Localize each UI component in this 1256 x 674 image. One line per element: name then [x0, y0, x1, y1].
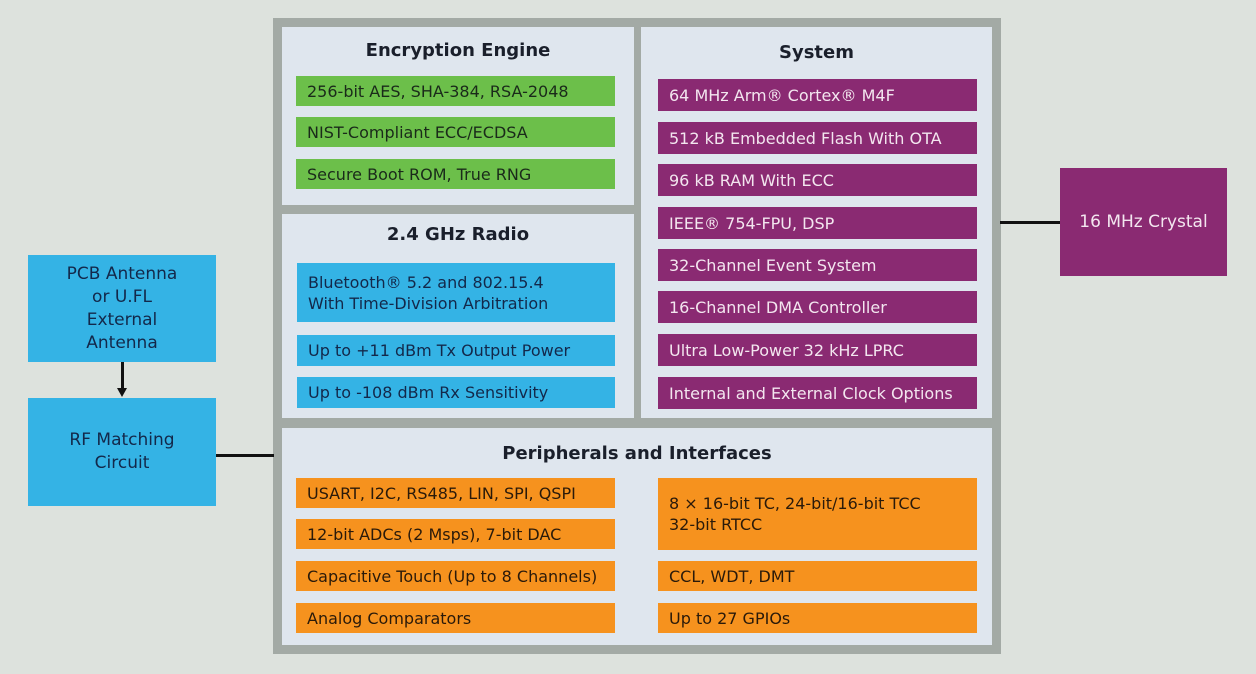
system-feature: 16-Channel DMA Controller	[658, 291, 977, 323]
system-feature: Internal and External Clock Options	[658, 377, 977, 409]
rf-matching-block: RF Matching Circuit	[28, 398, 216, 506]
panel-title: 2.4 GHz Radio	[386, 224, 530, 245]
arrow-head-icon	[117, 388, 127, 397]
system-feature: 64 MHz Arm® Cortex® M4F	[658, 79, 977, 111]
peripheral-feature: USART, I2C, RS485, LIN, SPI, QSPI	[296, 478, 615, 508]
encryption-feature: Secure Boot ROM, True RNG	[296, 159, 615, 189]
system-feature: IEEE® 754-FPU, DSP	[658, 207, 977, 239]
radio-feature: Up to +11 dBm Tx Output Power	[297, 335, 615, 366]
system-feature: Ultra Low-Power 32 kHz LPRC	[658, 334, 977, 366]
crystal-connector-line	[1000, 221, 1060, 224]
crystal-block: 16 MHz Crystal	[1060, 168, 1227, 276]
panel-title: System	[779, 42, 854, 63]
peripheral-feature: CCL, WDT, DMT	[658, 561, 977, 591]
panel-title: Encryption Engine	[365, 40, 551, 61]
peripheral-feature: 12-bit ADCs (2 Msps), 7-bit DAC	[296, 519, 615, 549]
system-feature: 32-Channel Event System	[658, 249, 977, 281]
rf-connector-line	[216, 454, 274, 457]
encryption-feature: NIST-Compliant ECC/ECDSA	[296, 117, 615, 147]
antenna-arrow-line	[121, 362, 124, 390]
panel-title: Peripherals and Interfaces	[502, 443, 772, 464]
peripheral-feature: Up to 27 GPIOs	[658, 603, 977, 633]
peripheral-feature: Capacitive Touch (Up to 8 Channels)	[296, 561, 615, 591]
antenna-block: PCB Antenna or U.FL External Antenna	[28, 255, 216, 362]
system-feature: 512 kB Embedded Flash With OTA	[658, 122, 977, 154]
system-feature: 96 kB RAM With ECC	[658, 164, 977, 196]
encryption-feature: 256-bit AES, SHA-384, RSA-2048	[296, 76, 615, 106]
peripheral-feature: 8 × 16-bit TC, 24-bit/16-bit TCC 32-bit …	[658, 478, 977, 550]
peripheral-feature: Analog Comparators	[296, 603, 615, 633]
radio-feature: Up to -108 dBm Rx Sensitivity	[297, 377, 615, 408]
radio-feature: Bluetooth® 5.2 and 802.15.4 With Time-Di…	[297, 263, 615, 322]
